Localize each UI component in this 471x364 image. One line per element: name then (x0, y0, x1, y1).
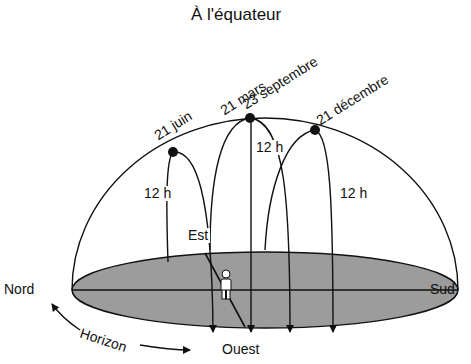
sun-path-december (265, 130, 333, 332)
zenith-line (250, 120, 251, 332)
date-label: 21 décembre (314, 72, 391, 128)
cardinal-label: Nord (4, 282, 34, 297)
cardinal-label: Sud (430, 282, 455, 297)
duration-label: 12 h (254, 140, 285, 155)
horizon-label: Horizon (78, 326, 129, 356)
sun-dot (245, 113, 255, 123)
observer-figure (221, 270, 231, 299)
north-south-line (72, 289, 458, 291)
sun-dot (168, 147, 178, 157)
sun-path-equinox (210, 118, 290, 332)
cardinal-label: Ouest (222, 342, 259, 357)
horizon-arrow (52, 304, 80, 330)
horizon-plane (72, 252, 458, 328)
diagram-title: À l'équateur (191, 6, 281, 25)
duration-label: 12 h (338, 186, 369, 201)
horizon-arrow (140, 345, 190, 350)
cardinal-label: Est (186, 228, 210, 243)
sun-dot (310, 125, 320, 135)
duration-label: 12 h (142, 186, 173, 201)
sky-dome (72, 118, 458, 290)
sun-path-june (167, 152, 213, 332)
